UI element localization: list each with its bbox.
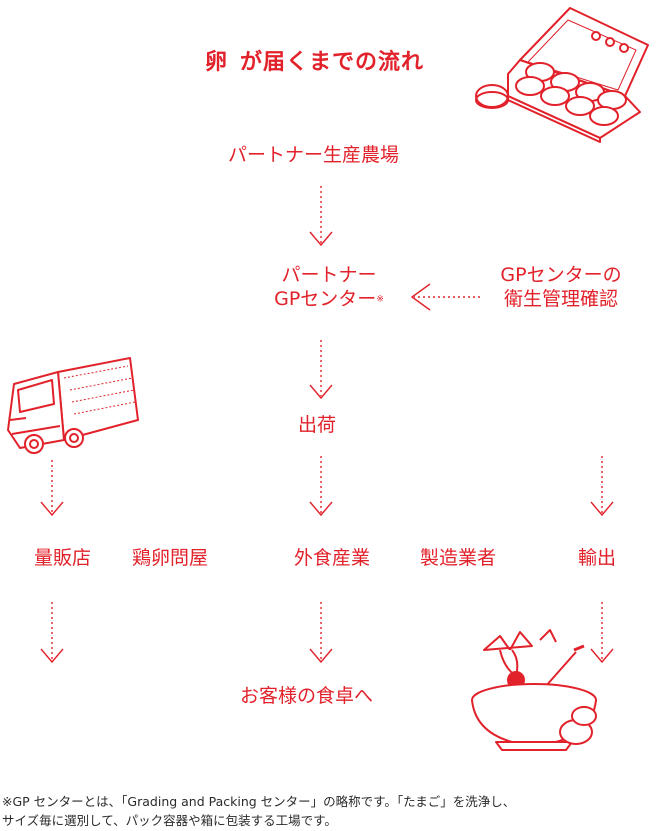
arrow-shipping-to-foodservice	[309, 456, 333, 517]
footnote: ※GP センターとは、「Grading and Packing センター」の略称…	[2, 792, 515, 830]
node-export: 輸出	[578, 547, 617, 569]
footnote-line1: ※GP センターとは、「Grading and Packing センター」の略称…	[2, 794, 516, 809]
node-hygiene-line1: GPセンターの	[500, 264, 622, 286]
page-title: 卵が届くまでの流れ	[205, 44, 424, 76]
node-food-service: 外食産業	[294, 547, 371, 569]
egg-carton-icon	[475, 7, 649, 143]
title-egg: 卵	[205, 50, 229, 75]
arrow-retail-to-customer	[40, 602, 64, 664]
node-shipping: 出荷	[298, 414, 337, 436]
node-mass-retail: 量販店	[34, 547, 92, 569]
footnote-mark: ※	[376, 294, 384, 305]
footnote-line2: サイズ毎に選別して、パック容器や箱に包装する工場です。	[2, 813, 337, 828]
arrow-foodservice-to-customer	[309, 602, 333, 664]
flow-arrows	[40, 186, 614, 664]
node-partner-gp-line1: パートナー	[281, 264, 377, 286]
arrow-shipping-to-export	[590, 456, 614, 517]
node-partner-gp-center: パートナー GPセンター※	[270, 263, 388, 312]
node-partner-farm: パートナー生産農場	[228, 144, 400, 166]
node-customer-table: お客様の食卓へ	[240, 685, 374, 707]
node-partner-gp-line2: GPセンター	[274, 288, 377, 310]
arrow-export-to-customer	[590, 602, 614, 664]
node-hygiene-check: GPセンターの 衛生管理確認	[488, 263, 634, 311]
arrow-shipping-to-retail	[40, 460, 64, 517]
arrow-farm-to-gp	[309, 186, 333, 247]
arrow-gp-to-shipping	[309, 340, 333, 400]
mixing-bowl-icon	[471, 629, 597, 751]
title-rest: が届くまでの流れ	[240, 50, 425, 75]
node-hygiene-line2: 衛生管理確認	[503, 288, 618, 310]
node-egg-wholesale: 鶏卵問屋	[132, 547, 209, 569]
arrow-hygiene-to-gp	[410, 283, 480, 311]
node-partner-gp-line2-wrap: GPセンター※	[270, 287, 388, 312]
delivery-truck-icon	[7, 357, 139, 454]
node-manufacturers: 製造業者	[420, 547, 497, 569]
